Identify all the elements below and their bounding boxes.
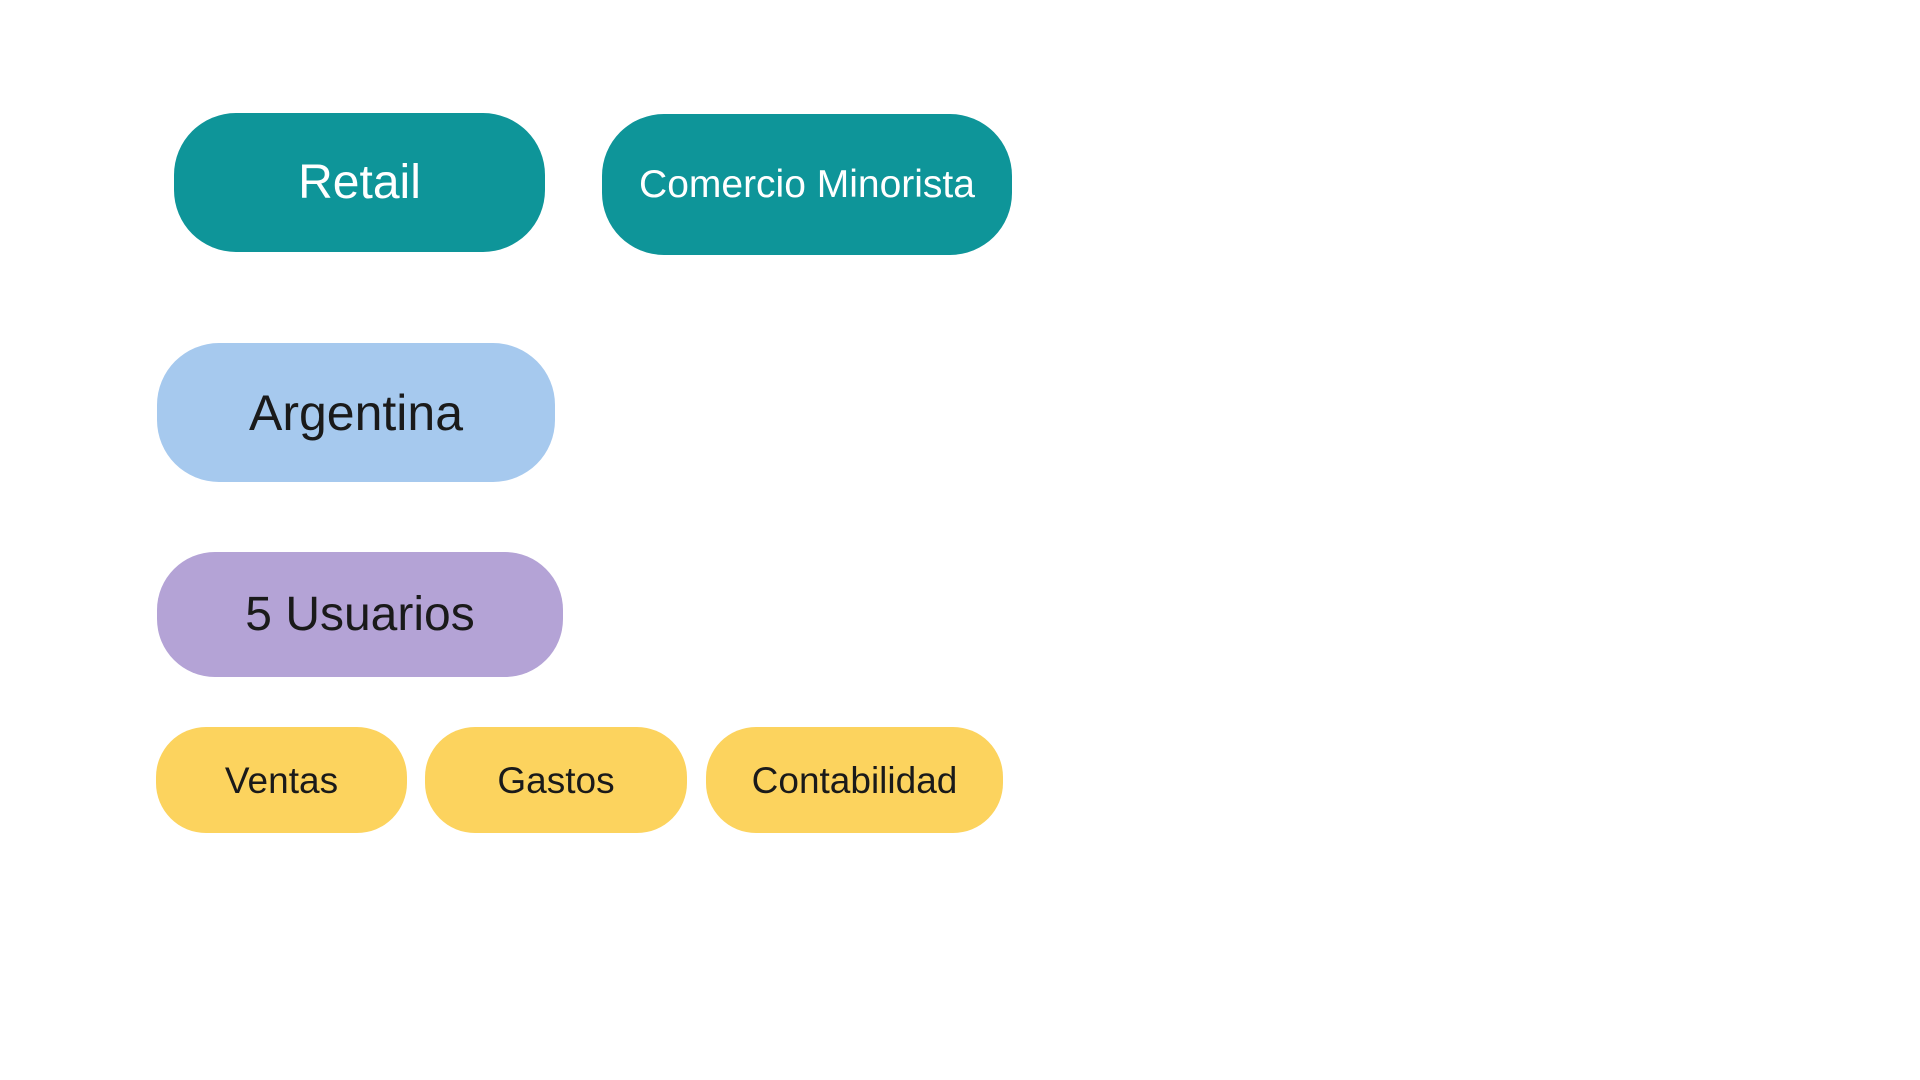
node-ventas-label: Ventas: [224, 759, 339, 801]
node-argentina-label: Argentina: [248, 384, 464, 441]
node-comercio-minorista[interactable]: Comercio Minorista: [602, 114, 1012, 255]
node-gastos-label: Gastos: [497, 759, 615, 801]
node-contabilidad[interactable]: Contabilidad: [706, 727, 1003, 833]
node-5-usuarios-label: 5 Usuarios: [245, 587, 475, 641]
node-ventas[interactable]: Ventas: [156, 727, 407, 833]
node-comercio-minorista-label: Comercio Minorista: [639, 163, 975, 206]
node-5-usuarios[interactable]: 5 Usuarios: [157, 552, 563, 677]
node-retail[interactable]: Retail: [174, 113, 545, 252]
node-gastos[interactable]: Gastos: [425, 727, 687, 833]
node-contabilidad-label: Contabilidad: [751, 759, 958, 801]
node-argentina[interactable]: Argentina: [157, 343, 555, 482]
node-retail-label: Retail: [298, 155, 421, 209]
